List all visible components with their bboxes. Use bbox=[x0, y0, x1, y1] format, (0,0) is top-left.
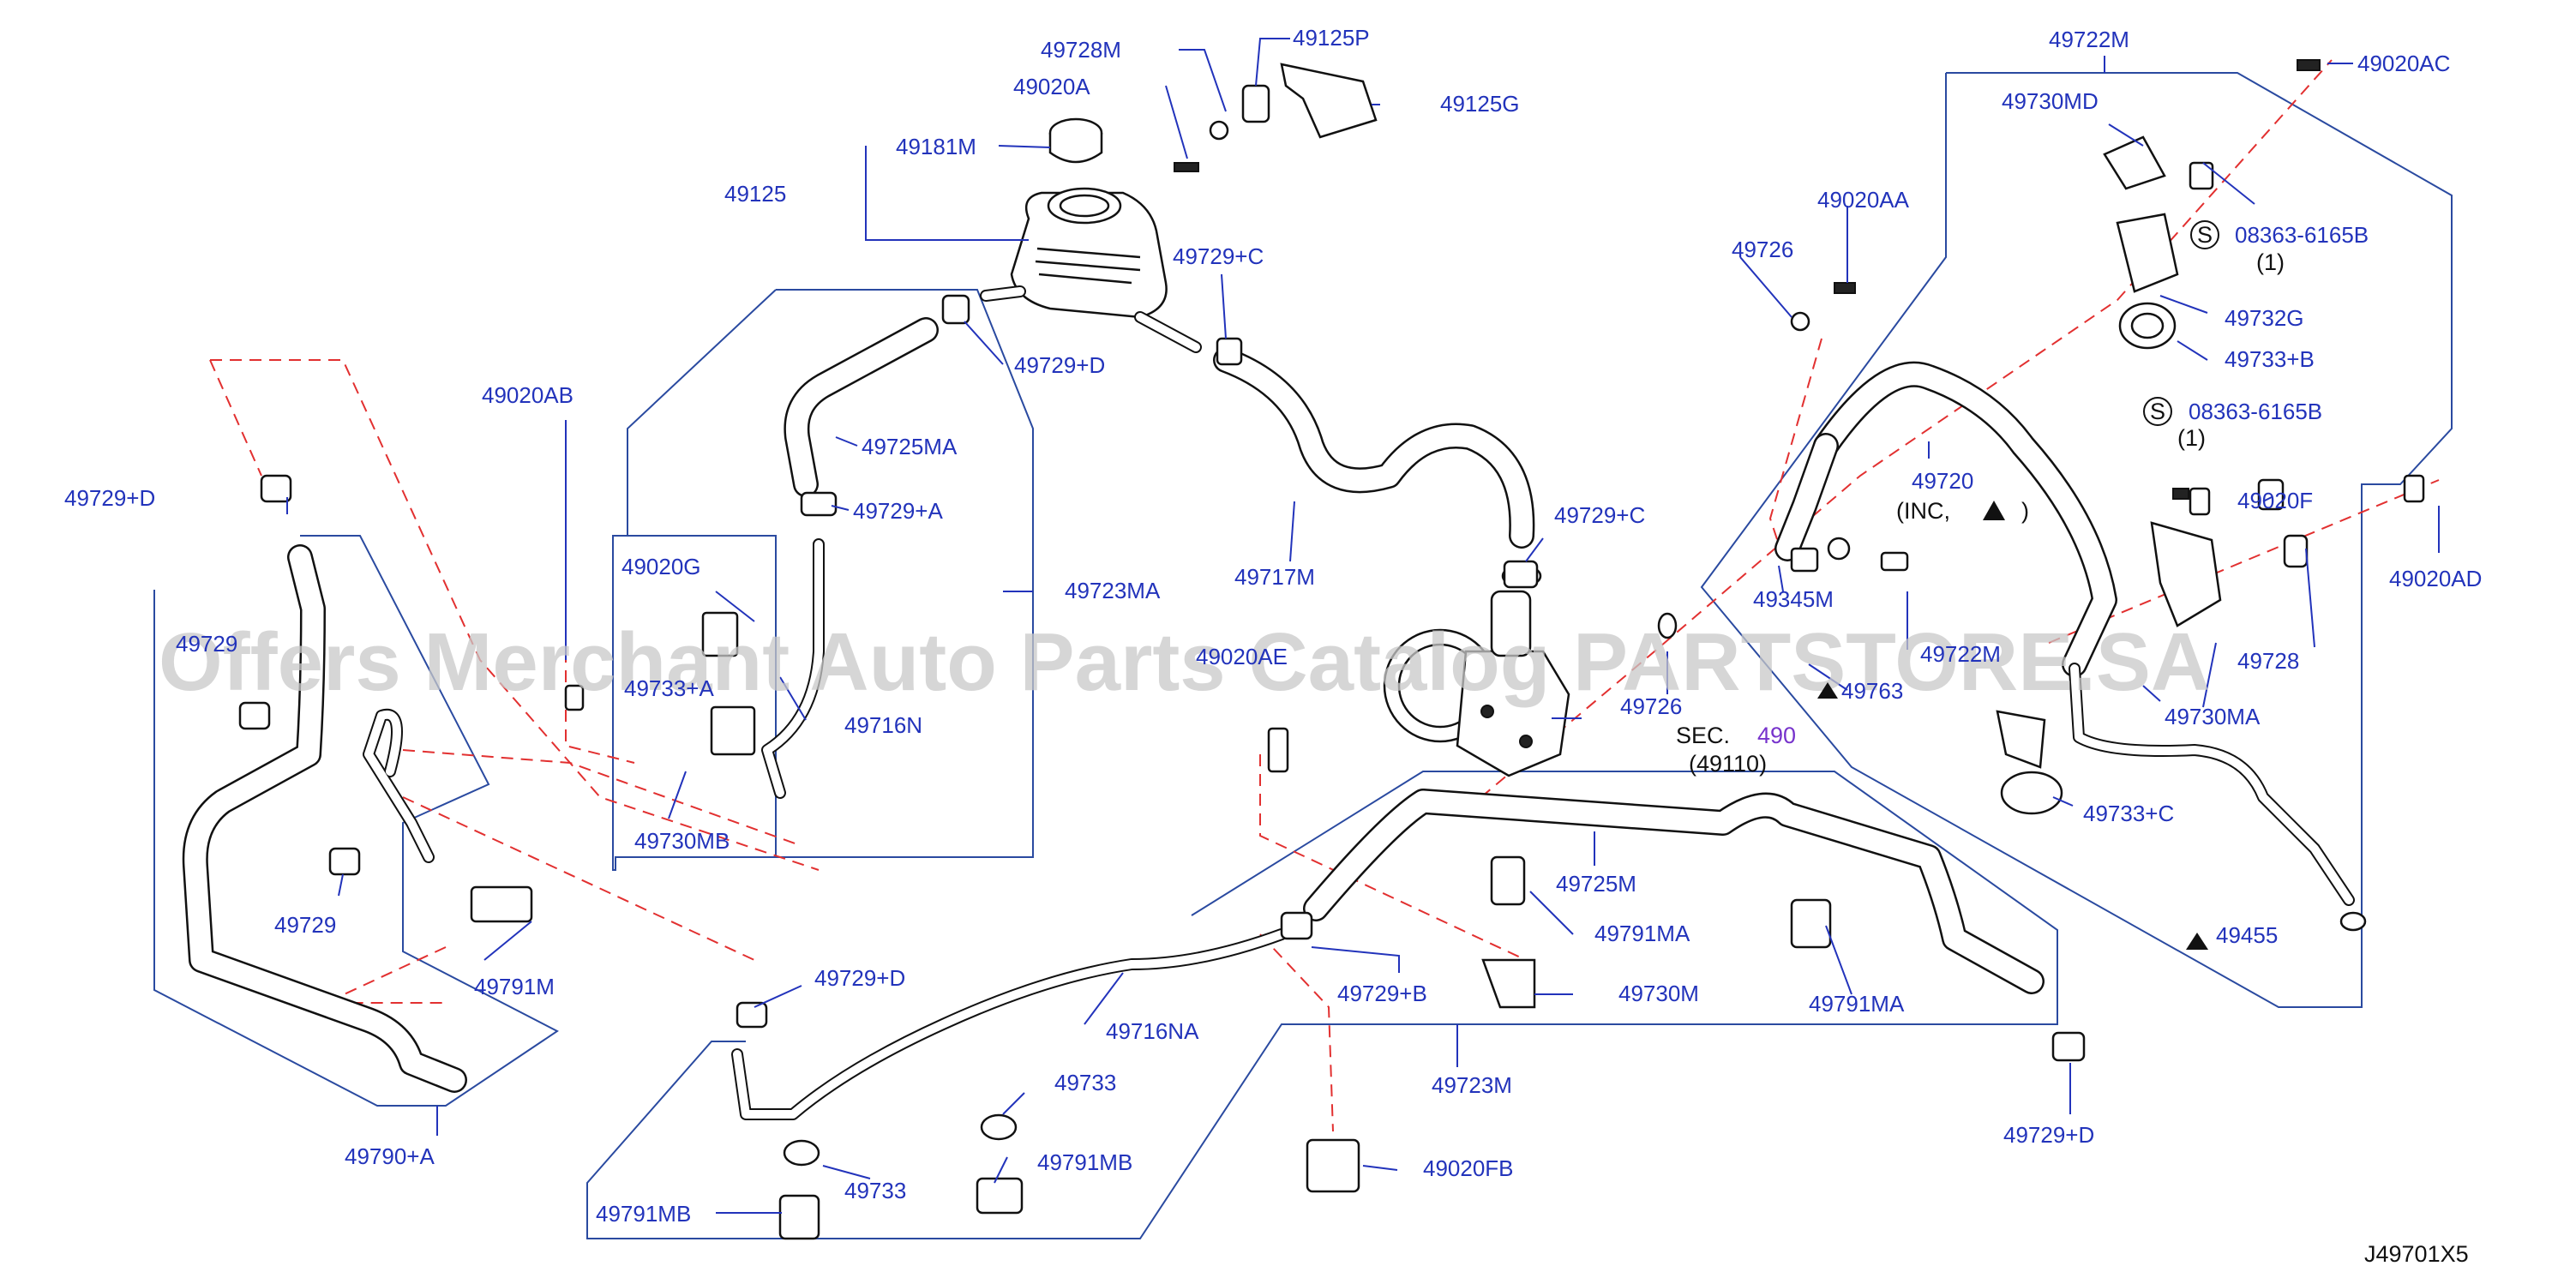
label-49125P[interactable]: 49125P bbox=[1293, 25, 1370, 51]
triangle-marker-49763 bbox=[1817, 682, 1838, 699]
label-49726-pump[interactable]: 49726 bbox=[1620, 693, 1682, 719]
label-08363-6165B-b[interactable]: 08363-6165B bbox=[2189, 399, 2322, 424]
label-49791M[interactable]: 49791M bbox=[474, 974, 555, 999]
label-49125[interactable]: 49125 bbox=[724, 181, 786, 207]
label-49722M[interactable]: 49722M bbox=[2049, 27, 2129, 52]
label-49728M[interactable]: 49728M bbox=[1041, 37, 1121, 63]
sec-number[interactable]: 490 bbox=[1757, 723, 1796, 748]
label-49723M[interactable]: 49723M bbox=[1432, 1072, 1512, 1098]
label-49722M-low[interactable]: 49722M bbox=[1920, 641, 2001, 667]
label-49791MA-center[interactable]: 49791MA bbox=[1594, 921, 1690, 946]
group-boundaries bbox=[153, 72, 2453, 1239]
label-49345M[interactable]: 49345M bbox=[1753, 586, 1834, 612]
label-49729D-bottom[interactable]: 49729+D bbox=[2003, 1122, 2094, 1148]
s-symbol-a: S bbox=[2197, 222, 2213, 248]
label-49791MB-a[interactable]: 49791MB bbox=[1037, 1149, 1132, 1175]
label-49733-a[interactable]: 49733 bbox=[1054, 1070, 1116, 1095]
label-49729[interactable]: 49729 bbox=[274, 912, 336, 938]
label-49020A[interactable]: 49020A bbox=[1013, 74, 1090, 99]
dash-left-clip bbox=[209, 359, 262, 477]
label-08363-6165B-a[interactable]: 08363-6165B bbox=[2235, 222, 2369, 248]
watermark-text: Offers Merchant Auto Parts Catalog PARTS… bbox=[159, 616, 2210, 708]
label-49020AE[interactable]: 49020AE bbox=[1196, 644, 1288, 669]
label-49181M[interactable]: 49181M bbox=[896, 134, 976, 159]
sec-prefix: SEC. bbox=[1676, 723, 1730, 748]
diagram-code: J49701X5 bbox=[2364, 1241, 2469, 1267]
label-49020AB[interactable]: 49020AB bbox=[482, 382, 573, 408]
s-badge-b: S bbox=[2143, 397, 2172, 426]
label-49725MA[interactable]: 49725MA bbox=[862, 434, 958, 459]
clamp-shapes bbox=[238, 294, 2086, 1062]
label-49020AD[interactable]: 49020AD bbox=[2389, 566, 2482, 591]
label-49020G[interactable]: 49020G bbox=[621, 554, 701, 579]
label-49716N[interactable]: 49716N bbox=[844, 712, 922, 738]
label-49729D-left[interactable]: 49729+D bbox=[64, 485, 155, 511]
label-49733-b[interactable]: 49733 bbox=[844, 1178, 906, 1203]
label-49020AA[interactable]: 49020AA bbox=[1817, 187, 1910, 213]
label-49733B[interactable]: 49733+B bbox=[2225, 346, 2315, 372]
label-49791MA-right[interactable]: 49791MA bbox=[1809, 991, 1905, 1017]
reservoir-tank-shape bbox=[980, 187, 1202, 353]
qty-b: (1) bbox=[2177, 425, 2206, 451]
components bbox=[238, 59, 2425, 1240]
qty-a: (1) bbox=[2256, 249, 2285, 275]
right-side-shapes bbox=[1657, 59, 2425, 932]
label-49763[interactable]: 49763 bbox=[1841, 678, 1903, 704]
label-49716NA[interactable]: 49716NA bbox=[1106, 1018, 1199, 1044]
label-49020AC[interactable]: 49020AC bbox=[2357, 51, 2450, 76]
inc-note-close: ) bbox=[2021, 498, 2029, 524]
s-badge-a: S bbox=[2190, 220, 2219, 249]
label-49729C-top[interactable]: 49729+C bbox=[1173, 243, 1264, 269]
label-49725M[interactable]: 49725M bbox=[1556, 871, 1636, 897]
label-49125G[interactable]: 49125G bbox=[1440, 91, 1520, 117]
label-49732G[interactable]: 49732G bbox=[2225, 305, 2304, 331]
label-49720[interactable]: 49720 bbox=[1912, 468, 1973, 494]
section-reference[interactable]: SEC. 490 (49110) bbox=[1676, 723, 1796, 777]
inc-note: (INC, bbox=[1896, 498, 1950, 524]
triangle-marker-49455 bbox=[2186, 933, 2208, 950]
label-49790A[interactable]: 49790+A bbox=[345, 1143, 435, 1169]
label-49723MA[interactable]: 49723MA bbox=[1065, 578, 1161, 603]
label-49730MD[interactable]: 49730MD bbox=[2002, 88, 2099, 114]
boundary-49790A bbox=[153, 535, 559, 1107]
label-49455[interactable]: 49455 bbox=[2216, 922, 2278, 948]
label-49729C-pump[interactable]: 49729+C bbox=[1554, 502, 1645, 528]
label-49791MB-b[interactable]: 49791MB bbox=[596, 1201, 691, 1227]
boundary-49722M bbox=[1700, 72, 2453, 1008]
label-49726[interactable]: 49726 bbox=[1732, 237, 1793, 262]
reservoir-cap-shape bbox=[1048, 117, 1103, 164]
label-49730MA[interactable]: 49730MA bbox=[2165, 704, 2261, 729]
sec-subref: (49110) bbox=[1689, 751, 1767, 777]
boundary-49723MA-inner bbox=[627, 289, 777, 857]
boundary-49723M bbox=[586, 771, 2058, 1239]
label-49733C[interactable]: 49733+C bbox=[2083, 801, 2174, 826]
label-49020F[interactable]: 49020F bbox=[2237, 488, 2313, 513]
label-49729A[interactable]: 49729+A bbox=[853, 498, 943, 524]
label-49728[interactable]: 49728 bbox=[2237, 648, 2299, 674]
clip-shapes bbox=[470, 611, 1832, 1240]
label-49729-left-clip[interactable]: 49729 bbox=[176, 631, 237, 657]
pump-shape bbox=[1383, 564, 1570, 777]
label-49730MB[interactable]: 49730MB bbox=[634, 828, 730, 854]
triangle-marker-inc bbox=[1983, 501, 2005, 520]
leader-lines bbox=[286, 38, 2440, 1214]
label-49733A[interactable]: 49733+A bbox=[624, 675, 714, 701]
s-symbol-b: S bbox=[2150, 399, 2165, 424]
label-49729B[interactable]: 49729+B bbox=[1337, 981, 1427, 1006]
label-49020FB[interactable]: 49020FB bbox=[1423, 1155, 1514, 1181]
reservoir-bracket-shape bbox=[1174, 63, 1378, 172]
label-49729D-reservoir[interactable]: 49729+D bbox=[1014, 352, 1105, 378]
hoses bbox=[182, 317, 2355, 1120]
label-49729D-mid[interactable]: 49729+D bbox=[814, 965, 905, 991]
label-49730M[interactable]: 49730M bbox=[1618, 981, 1699, 1006]
boundary-49723MA bbox=[612, 289, 1034, 871]
alignment-lines bbox=[209, 59, 2440, 1132]
label-49717M[interactable]: 49717M bbox=[1234, 564, 1315, 590]
part-labels: 49728M 49125P 49020A 49125G 49181M 49125… bbox=[64, 25, 2482, 1227]
